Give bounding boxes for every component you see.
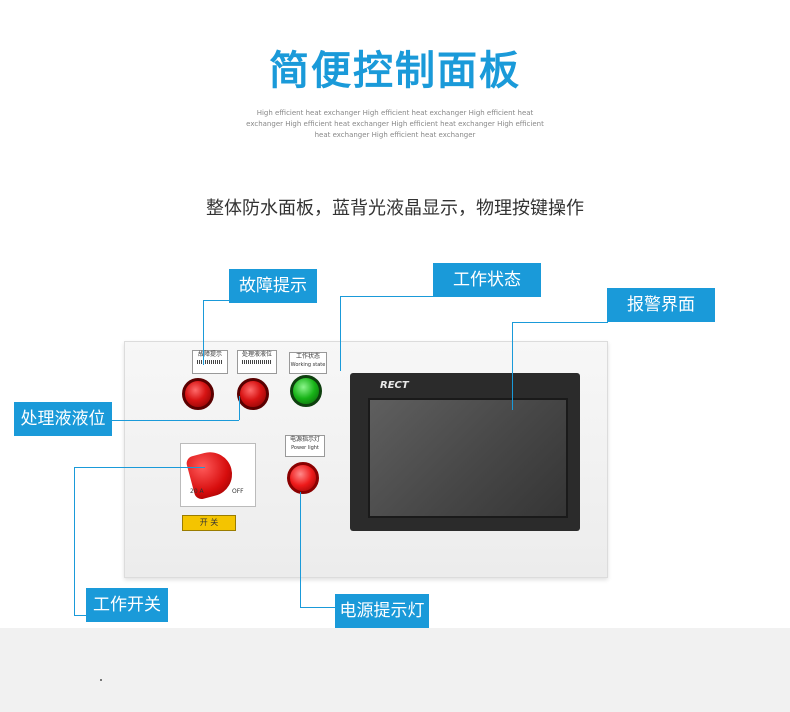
switch-line-h-bottom [74,615,86,616]
status-line-v [340,296,341,371]
switch-right-label: OFF [232,488,244,495]
footer-band [0,628,790,712]
level-lamp [237,378,269,410]
power-lamp [287,462,319,494]
level-plate: 处理液液位 [237,350,277,374]
fault-plate-label: 故障提示 [197,351,222,358]
callout-power-lamp: 电源提示灯 [335,594,429,628]
callout-liquid-level: 处理液液位 [14,402,112,436]
power-plate: 电源指示灯 Power light [285,435,325,457]
level-line-h [112,420,239,421]
power-plate-en: Power light [291,445,319,451]
switch-tag: 开 关 [182,515,236,531]
alarm-line-v [512,322,513,410]
status-line-h [340,296,435,297]
alarm-line-h [512,322,608,323]
footer-dot [100,679,102,681]
power-line-h [300,607,336,608]
page-title: 简便控制面板 [269,48,521,94]
callout-work-switch: 工作开关 [86,588,168,622]
power-line-v [300,492,301,607]
barcode-icon [242,360,272,364]
level-plate-label: 处理液液位 [241,351,272,358]
switch-line-v [74,467,75,616]
level-line-v [239,396,240,420]
page-subtitle: High efficient heat exchanger High effic… [246,109,544,139]
callout-fault: 故障提示 [229,269,317,303]
switch-left-label: 20 A [190,488,204,495]
callout-alarm-screen: 报警界面 [607,288,715,322]
fault-line-v [203,300,204,365]
hmi-brand: RECT [380,380,409,391]
power-plate-label: 电源指示灯 [289,436,320,443]
hmi-screen[interactable] [368,398,568,518]
status-plate-label: 工作状态 [295,353,320,360]
fault-plate: 故障提示 [192,350,228,374]
callout-work-status: 工作状态 [433,263,541,297]
status-lamp [290,375,322,407]
switch-line-h-top [74,467,205,468]
page-tagline: 整体防水面板，蓝背光液晶显示，物理按键操作 [206,198,584,219]
status-plate: 工作状态 Working state [289,352,327,374]
status-plate-en: Working state [290,362,326,368]
barcode-icon [197,360,223,364]
fault-line-h [203,300,236,301]
fault-lamp [182,378,214,410]
